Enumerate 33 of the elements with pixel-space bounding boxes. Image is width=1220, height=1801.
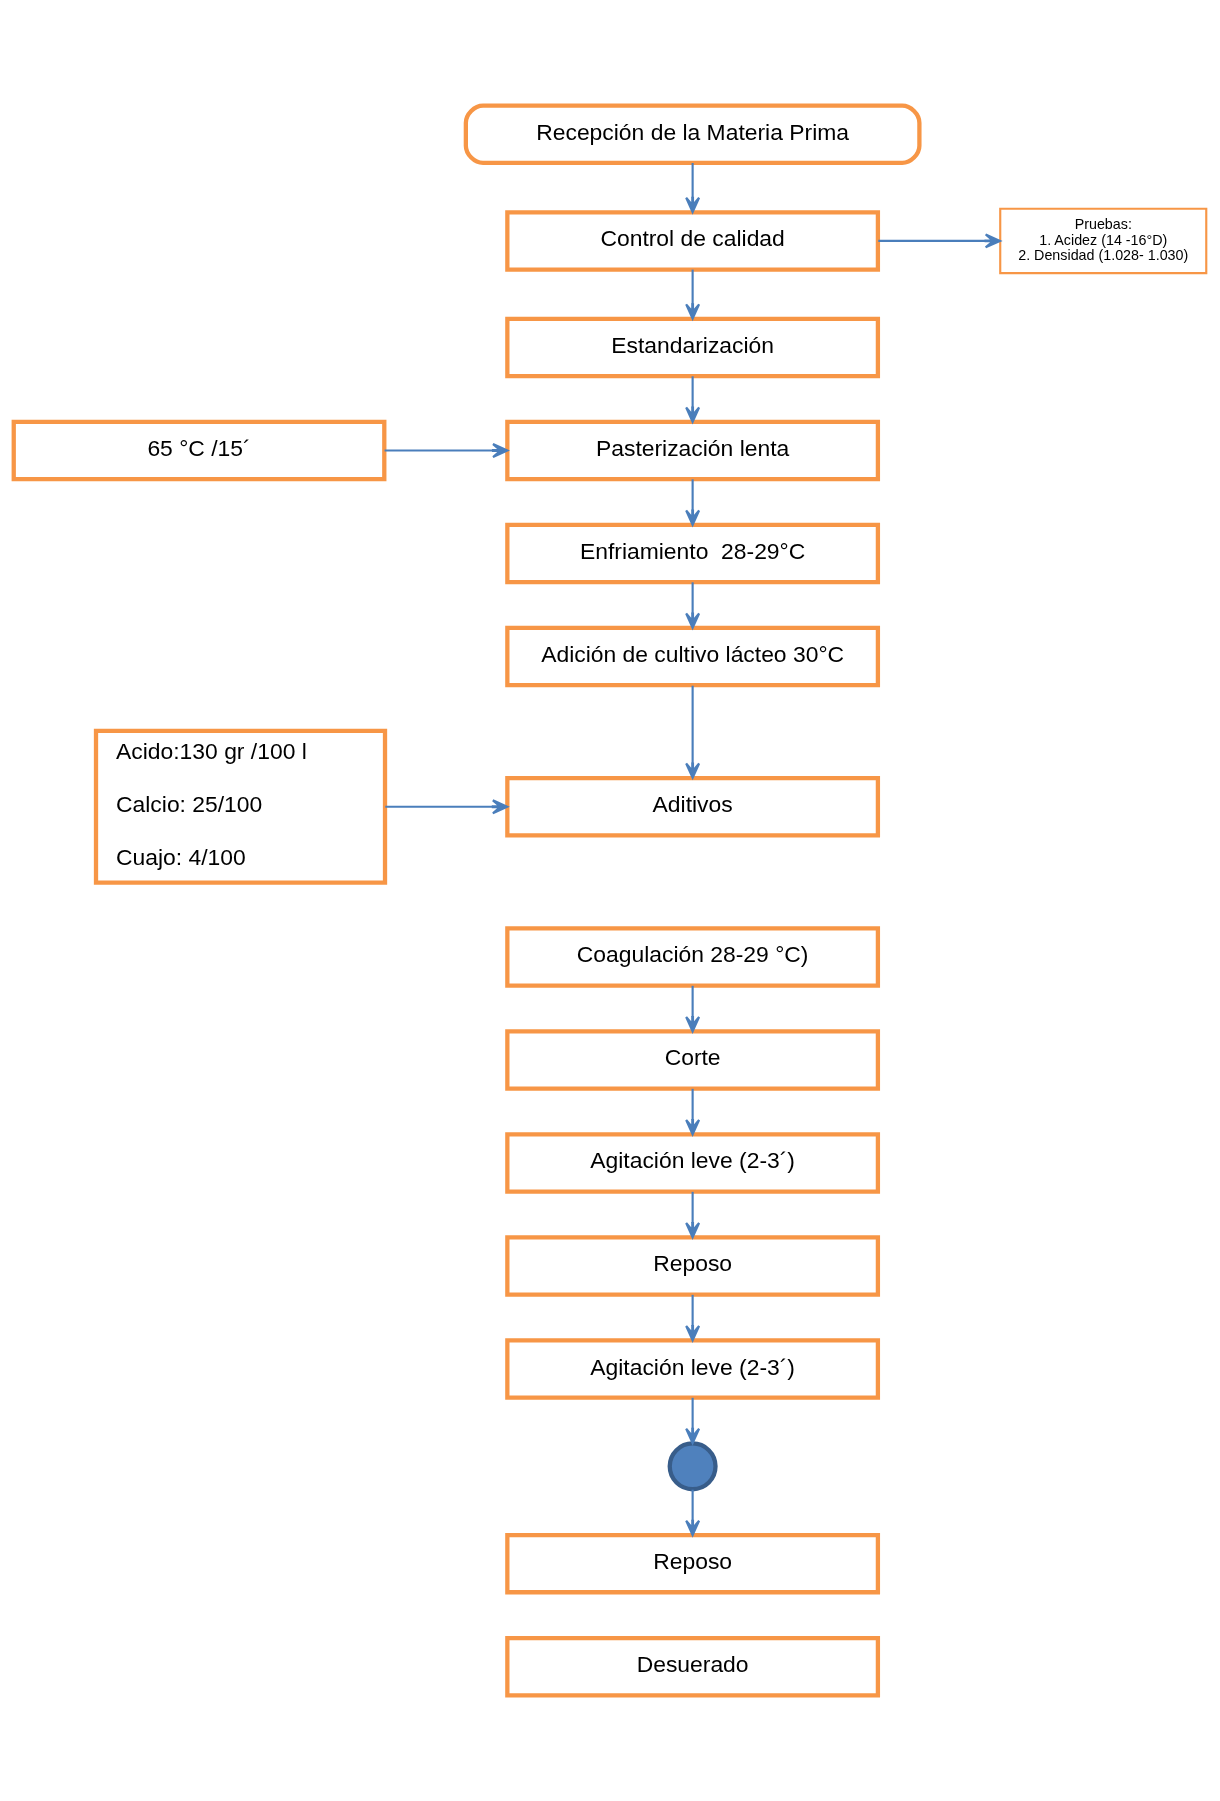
node-box: Agitación leve (2-3´) [505, 1132, 881, 1194]
arrow [385, 799, 509, 815]
node-box: Pruebas: 1. Acidez (14 -16°D) 2. Densidad (1.028- 1.030) [999, 207, 1208, 275]
node-box: Corte [505, 1029, 881, 1091]
node-box: Adición de cultivo lácteo 30°C [505, 625, 881, 688]
node-box: 65 °C /15´ [11, 419, 387, 482]
arrow [685, 1191, 701, 1239]
node-box: Acido:130 gr /100 l Calcio: 25/100 Cuajo: 4/100 [93, 728, 388, 885]
arrow [685, 582, 701, 629]
node-box: Reposo [505, 1235, 881, 1297]
node-box: Aditivos [505, 776, 881, 838]
node-box: Control de calidad [505, 210, 881, 272]
node-box: Coagulación 28-29 °C) [505, 926, 881, 988]
arrow [685, 985, 701, 1033]
arrow [685, 685, 701, 779]
node-circle [667, 1441, 718, 1492]
arrow [685, 1397, 701, 1445]
node-box: Estandarización [505, 316, 881, 379]
arrow [384, 443, 509, 459]
arrow [685, 1088, 701, 1136]
node-box: Reposo [505, 1532, 881, 1595]
node-box: Recepción de la Materia Prima [463, 103, 922, 166]
arrow [685, 1294, 701, 1342]
arrow [685, 376, 701, 423]
arrow [685, 1489, 701, 1537]
node-box: Agitación leve (2-3´) [505, 1338, 881, 1400]
node-box: Pasterización lenta [505, 419, 881, 482]
node-box: Desuerado [505, 1635, 881, 1698]
arrow [685, 479, 701, 526]
arrow [878, 233, 1002, 249]
arrow [685, 269, 701, 320]
arrow [685, 163, 701, 214]
node-box: Enfriamiento 28-29°C [505, 522, 881, 585]
